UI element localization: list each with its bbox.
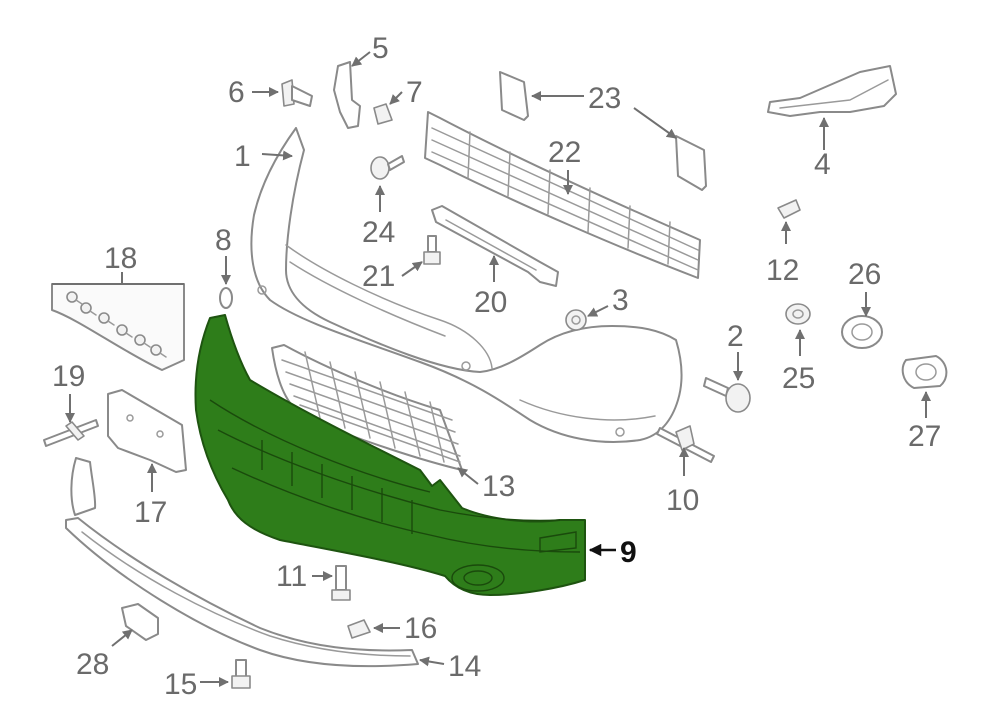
license-bracket-part [107, 389, 187, 473]
grommet-part [565, 309, 587, 331]
retainer-24-part [370, 155, 405, 180]
callout-3: 3 [612, 284, 629, 317]
callout-15: 15 [164, 668, 197, 701]
reinforcement-part [431, 205, 559, 287]
callout-20: 20 [474, 286, 507, 319]
bolt-15-part [231, 659, 251, 689]
sensor-holder-26-part [841, 315, 883, 349]
bracket-28-part [121, 603, 159, 641]
callout-12: 12 [766, 254, 799, 287]
callout-10: 10 [666, 484, 699, 517]
callouts: 1 2 3 4 5 6 7 8 9 10 11 12 13 [52, 32, 941, 701]
o-ring-part [219, 287, 233, 309]
bolt-21-part [423, 235, 441, 265]
callout-11: 11 [276, 560, 307, 593]
callout-21: 21 [362, 260, 395, 293]
bumper-cover-part [250, 127, 683, 443]
callout-22: 22 [548, 136, 581, 169]
callout-24: 24 [362, 216, 395, 249]
callout-14: 14 [448, 650, 481, 683]
skid-plate-part [65, 457, 419, 668]
push-pin-left-part [43, 419, 99, 447]
bolt-11-part [331, 565, 351, 601]
callout-18: 18 [104, 242, 137, 275]
clip-nut-7-part [373, 103, 393, 125]
callout-19: 19 [52, 360, 85, 393]
clip-16-part [347, 619, 371, 639]
callout-16: 16 [404, 612, 437, 645]
callout-1: 1 [234, 140, 251, 173]
bolt-6-part [281, 79, 313, 107]
bracket-5-part [333, 61, 361, 129]
callout-27: 27 [908, 420, 941, 453]
callout-28: 28 [76, 648, 109, 681]
bezel-27-part [901, 355, 948, 389]
callout-7: 7 [406, 76, 423, 109]
sensor-25-part [785, 303, 811, 325]
bracket-23-part [499, 71, 707, 191]
lower-valance-highlighted-part [194, 314, 586, 596]
side-bracket-part [767, 65, 897, 117]
callout-2: 2 [727, 320, 744, 353]
callout-25: 25 [782, 362, 815, 395]
callout-17: 17 [134, 496, 167, 529]
push-pin-right-part [656, 425, 715, 463]
callout-6: 6 [228, 76, 245, 109]
callout-23: 23 [588, 82, 621, 115]
callout-26: 26 [848, 258, 881, 291]
callout-8: 8 [215, 224, 232, 257]
callout-4: 4 [814, 148, 831, 181]
callout-9: 9 [620, 536, 637, 569]
screw-plug-part [703, 377, 751, 413]
callout-5: 5 [372, 32, 389, 65]
fastener-kit-part [51, 283, 185, 371]
clip-12-part [777, 199, 801, 219]
callout-13: 13 [482, 470, 515, 503]
